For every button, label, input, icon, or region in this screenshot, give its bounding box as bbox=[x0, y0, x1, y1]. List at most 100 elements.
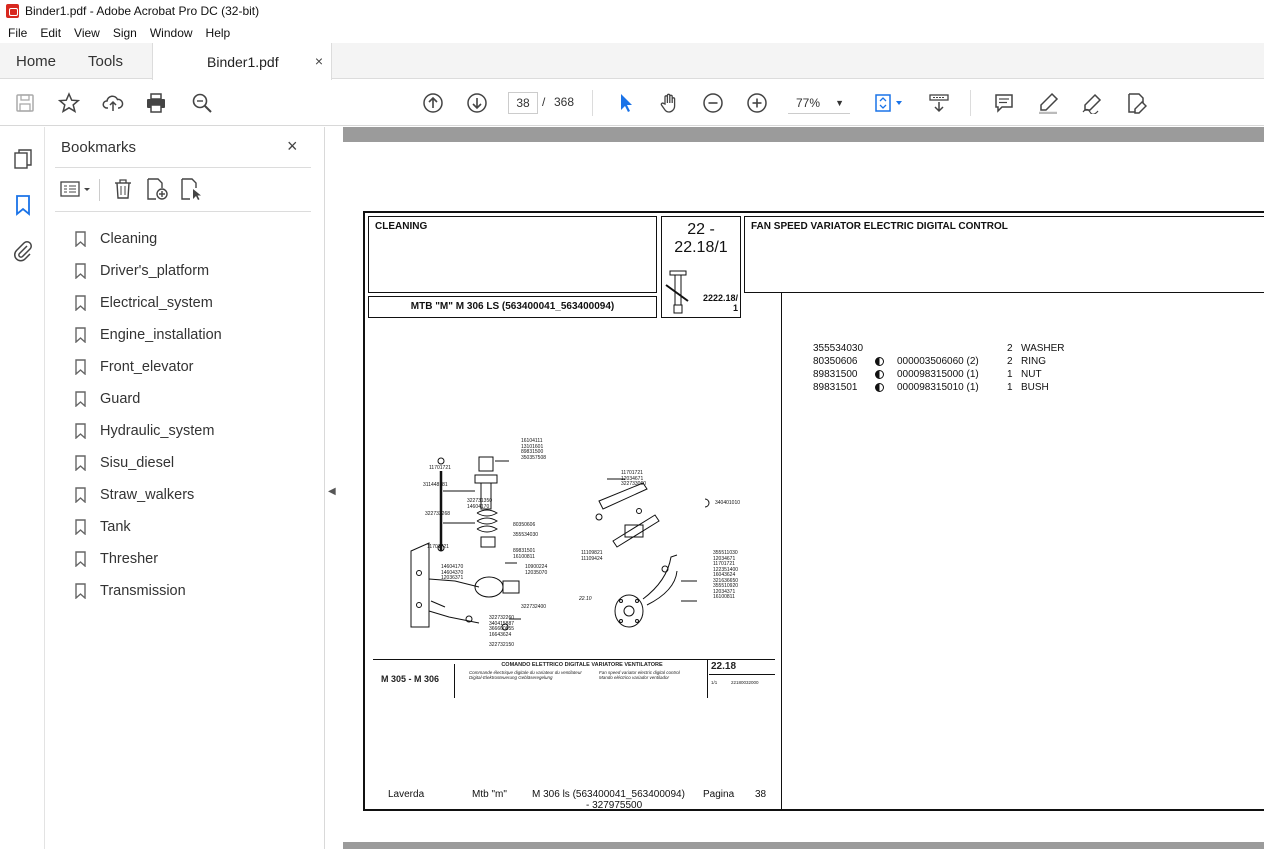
save-icon[interactable] bbox=[13, 92, 37, 114]
drawing-label-group: 10900224 12035070 bbox=[525, 564, 548, 576]
bookmark-item-engine-installation[interactable]: Engine_installation bbox=[75, 319, 315, 351]
menu-edit[interactable]: Edit bbox=[40, 25, 62, 40]
main-toolbar: 38 / 368 77% ▼ bbox=[0, 80, 1264, 126]
fit-page-icon[interactable] bbox=[872, 92, 906, 114]
menu-view[interactable]: View bbox=[74, 25, 100, 40]
drawing-label: 322733060 bbox=[621, 481, 647, 487]
drawing-title-block: M 305 - M 306 COMANDO ELETTRICO DIGITALE… bbox=[373, 659, 775, 699]
part-thumbnail-icon bbox=[665, 270, 689, 314]
zoom-out-icon[interactable] bbox=[701, 92, 725, 114]
drawing-label: 22.10 bbox=[579, 596, 592, 602]
drawing-labels: 16104111 13101601 89831500 350357508 117… bbox=[385, 431, 775, 651]
hand-tool-icon[interactable] bbox=[657, 92, 681, 114]
bookmark-label: Tank bbox=[100, 519, 131, 535]
drawing-label: 322732260 bbox=[489, 615, 515, 621]
part-code: 355534030 bbox=[813, 343, 864, 354]
page-heading: FAN SPEED VARIATOR ELECTRIC DIGITAL CONT… bbox=[751, 221, 1008, 232]
bookmark-label: Thresher bbox=[100, 551, 159, 567]
drawing-label: 11701721 bbox=[713, 561, 735, 567]
upload-cloud-icon[interactable] bbox=[101, 92, 125, 114]
fill-sign-icon[interactable] bbox=[1124, 92, 1148, 114]
drawing-label-group: 322731350 14604170 bbox=[467, 498, 492, 510]
bookmark-item-transmission[interactable]: Transmission bbox=[75, 575, 315, 607]
page-up-icon[interactable] bbox=[421, 92, 445, 114]
bookmark-ribbon-icon bbox=[75, 263, 86, 280]
scroll-mode-icon[interactable] bbox=[927, 92, 951, 114]
page-thumbnails-icon[interactable] bbox=[11, 147, 35, 171]
zoom-search-icon[interactable] bbox=[190, 92, 214, 114]
pdf-page: CLEANING MTB "M" M 306 LS (563400041_563… bbox=[343, 142, 1264, 842]
drawing-label: 14604170 bbox=[467, 503, 490, 510]
bookmark-item-straw-walkers[interactable]: Straw_walkers bbox=[75, 479, 315, 511]
part-reference: 000098315010 (1) bbox=[897, 382, 979, 393]
part-description: WASHER bbox=[1021, 343, 1065, 354]
acrobat-icon bbox=[6, 4, 19, 18]
page-frame: CLEANING MTB "M" M 306 LS (563400041_563… bbox=[363, 211, 1264, 811]
bookmark-item-tank[interactable]: Tank bbox=[75, 511, 315, 543]
drawing-label: 340401010 bbox=[715, 500, 741, 506]
tab-home[interactable]: Home bbox=[16, 53, 57, 70]
drawing-label: 16643624 bbox=[489, 631, 512, 638]
print-icon[interactable] bbox=[144, 92, 168, 114]
bookmark-item-hydraulic-system[interactable]: Hydraulic_system bbox=[75, 415, 315, 447]
zoom-in-icon[interactable] bbox=[745, 92, 769, 114]
drawing-label: 16100811 bbox=[513, 553, 535, 560]
bookmark-label: Sisu_diesel bbox=[100, 455, 175, 471]
group-number-bottom: 22.18/1 bbox=[674, 239, 728, 256]
tab-tools[interactable]: Tools bbox=[88, 53, 124, 70]
bookmark-item-cleaning[interactable]: Cleaning bbox=[75, 223, 315, 255]
new-bookmark-icon[interactable] bbox=[145, 177, 169, 201]
drawing-label: 355510920 bbox=[713, 583, 739, 589]
page-down-icon[interactable] bbox=[465, 92, 489, 114]
menu-help[interactable]: Help bbox=[205, 25, 231, 40]
bookmark-ribbon-icon bbox=[75, 231, 86, 248]
drawing-label: 12035070 bbox=[525, 569, 548, 576]
page-number-input[interactable]: 38 bbox=[508, 92, 538, 114]
bookmarks-icon[interactable] bbox=[11, 193, 35, 217]
title-bar: Binder1.pdf - Adobe Acrobat Pro DC (32-b… bbox=[0, 0, 1264, 22]
bookmark-ribbon-icon bbox=[75, 423, 86, 440]
bookmark-label: Cleaning bbox=[100, 231, 158, 247]
comment-icon[interactable] bbox=[992, 92, 1016, 114]
bookmark-from-structure-icon[interactable] bbox=[179, 177, 203, 201]
bookmark-item-front-elevator[interactable]: Front_elevator bbox=[75, 351, 315, 383]
title-box: FAN SPEED VARIATOR ELECTRIC DIGITAL CONT… bbox=[744, 216, 1264, 293]
bookmark-item-electrical-system[interactable]: Electrical_system bbox=[75, 287, 315, 319]
bookmark-label: Transmission bbox=[100, 583, 186, 599]
part-code: 80350606 bbox=[813, 356, 858, 367]
attachments-paperclip-icon[interactable] bbox=[11, 239, 35, 263]
window-title: Binder1.pdf - Adobe Acrobat Pro DC (32-b… bbox=[25, 4, 260, 18]
zoom-level-select[interactable]: 77% ▼ bbox=[788, 92, 850, 114]
bookmark-label: Hydraulic_system bbox=[100, 423, 215, 439]
tab-close-icon[interactable]: × bbox=[314, 53, 323, 69]
tab-bar: Home Tools Binder1.pdf × bbox=[0, 43, 1264, 80]
bookmark-options-icon[interactable] bbox=[59, 177, 95, 201]
section-box: CLEANING bbox=[368, 216, 657, 293]
menu-file[interactable]: File bbox=[8, 25, 28, 40]
delete-trash-icon[interactable] bbox=[111, 177, 135, 201]
draw-sign-icon[interactable] bbox=[1080, 92, 1104, 114]
bookmark-item-thresher[interactable]: Thresher bbox=[75, 543, 315, 575]
drawing-label: 89831500 bbox=[521, 449, 544, 455]
part-marker bbox=[875, 357, 897, 366]
footer-series: Mtb "m" bbox=[472, 789, 507, 800]
bookmark-item-sisu-diesel[interactable]: Sisu_diesel bbox=[75, 447, 315, 479]
half-circle-icon bbox=[875, 357, 884, 366]
drawing-label-group: 16104111 13101601 89831500 350357508 bbox=[521, 438, 547, 461]
drawing-label-group: 322732260 340415887 366600855 16643624 bbox=[489, 615, 515, 638]
menu-sign[interactable]: Sign bbox=[112, 25, 137, 40]
close-icon[interactable]: × bbox=[287, 136, 298, 156]
select-arrow-icon[interactable] bbox=[613, 92, 637, 114]
drawing-label: 350357508 bbox=[521, 454, 547, 461]
drawing-label-group: 89831501 16100811 bbox=[513, 548, 535, 560]
exploded-parts-drawing bbox=[410, 456, 710, 631]
highlight-pen-icon[interactable] bbox=[1036, 92, 1060, 114]
document-viewport[interactable]: CLEANING MTB "M" M 306 LS (563400041_563… bbox=[343, 127, 1264, 849]
bookmark-item-drivers-platform[interactable]: Driver's_platform bbox=[75, 255, 315, 287]
bookmark-item-guard[interactable]: Guard bbox=[75, 383, 315, 415]
group-number-top: 22 - bbox=[687, 221, 715, 238]
tab-document[interactable]: Binder1.pdf × bbox=[152, 43, 332, 80]
star-icon[interactable] bbox=[57, 92, 81, 114]
collapse-panel-icon[interactable]: ◀ bbox=[328, 486, 336, 497]
menu-window[interactable]: Window bbox=[149, 25, 193, 40]
